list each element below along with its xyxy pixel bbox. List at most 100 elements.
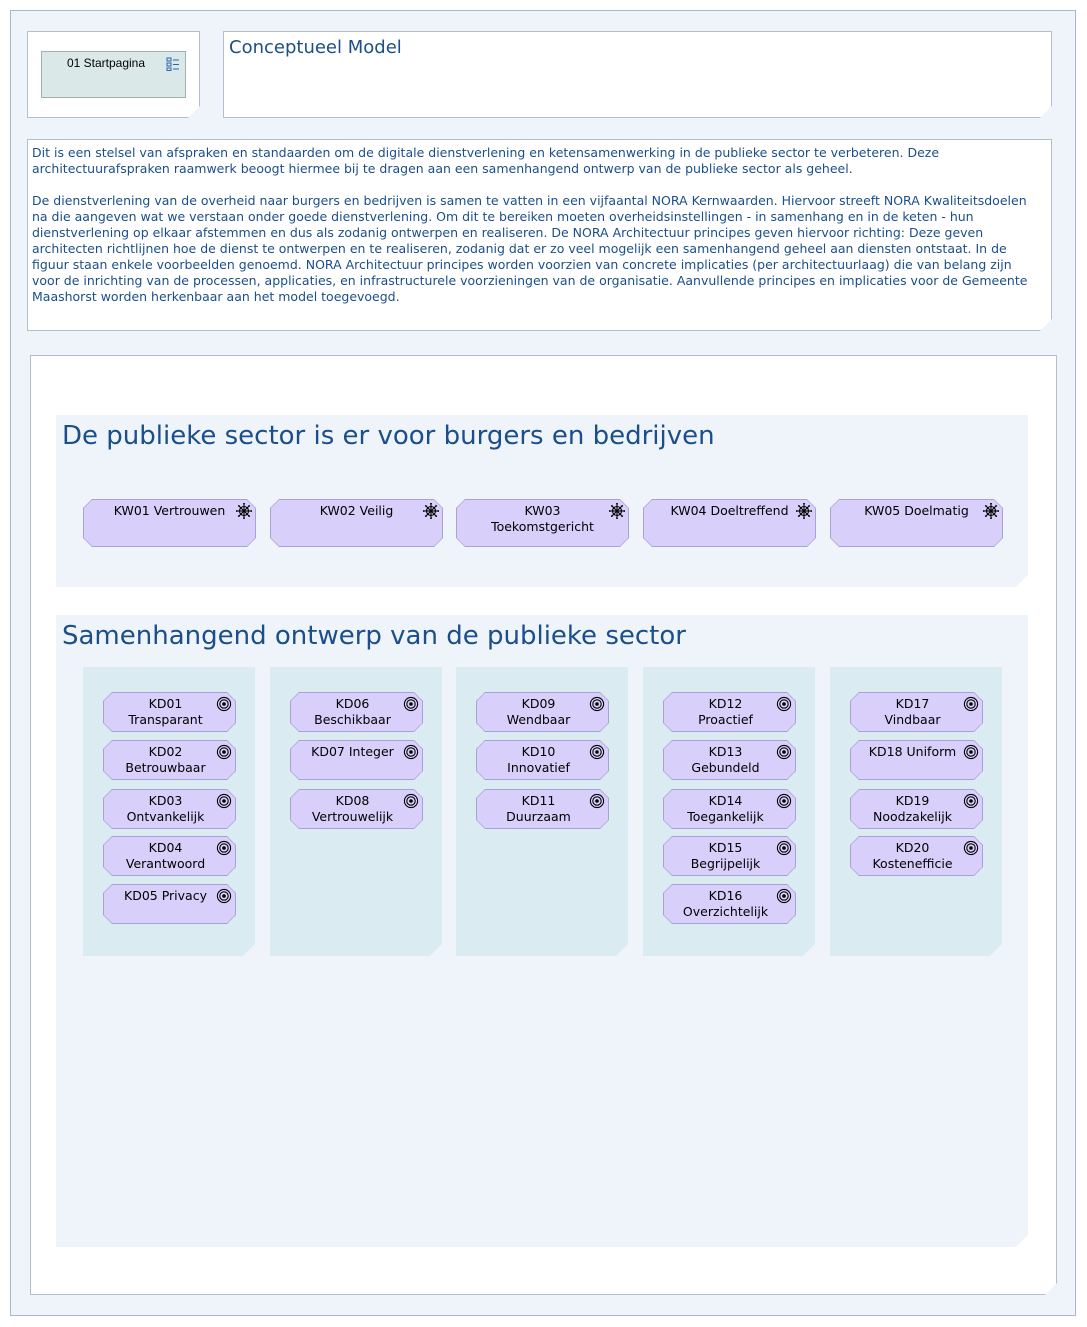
value-wheel-icon: [983, 503, 999, 519]
value-wheel-icon: [796, 503, 812, 519]
kwaliteitsdoel-kd01-label: KD01 Transparant: [128, 696, 203, 727]
goal-target-icon: [776, 888, 792, 904]
goal-target-icon: [216, 696, 232, 712]
goal-target-icon: [216, 744, 232, 760]
goal-target-icon: [963, 696, 979, 712]
goal-target-icon: [589, 793, 605, 809]
kwaliteitsdoel-kd16[interactable]: KD16 Overzichtelijk: [663, 884, 796, 924]
kwaliteitsdoel-kd02[interactable]: KD02 Betrouwbaar: [103, 740, 236, 780]
goal-target-icon: [963, 840, 979, 856]
kernwaarde-kw02[interactable]: KW02 Veilig: [270, 499, 443, 547]
kwaliteitsdoel-kd19[interactable]: KD19 Noodzakelijk: [850, 789, 983, 829]
kernwaarde-kw03-fill: [457, 500, 628, 546]
kwaliteitsdoel-kd15[interactable]: KD15 Begrijpelijk: [663, 836, 796, 876]
kwaliteitsdoel-kd05[interactable]: KD05 Privacy: [103, 884, 236, 924]
kwaliteitsdoel-kd18[interactable]: KD18 Uniform: [850, 740, 983, 780]
title-panel: Conceptueel Model: [223, 31, 1052, 118]
kwaliteitsdoel-kd20-label: KD20 Kostenefficie: [872, 840, 953, 871]
goal-target-icon: [589, 696, 605, 712]
kernwaarde-kw01-label: KW01 Vertrouwen: [113, 503, 226, 518]
kwaliteitsdoel-kd09-fill: [477, 693, 608, 731]
startpagina-label: 01 Startpagina: [66, 56, 146, 70]
kwaliteitsdoel-kd01[interactable]: KD01 Transparant: [103, 692, 236, 732]
goal-target-icon: [216, 840, 232, 856]
kwaliteitsdoel-kd08-fill: [291, 790, 422, 828]
kwaliteitsdoel-kd07-label: KD07 Integer: [311, 744, 394, 759]
kwaliteitsdoel-kd03-fill: [104, 790, 235, 828]
group-kernwaarden-title: De publieke sector is er voor burgers en…: [62, 421, 715, 451]
goal-target-icon: [963, 793, 979, 809]
kwaliteitsdoel-kd10-label: KD10 Innovatief: [507, 744, 570, 775]
kernwaarde-kw04-fill: [644, 500, 815, 546]
kwaliteitsdoel-kd20-fill: [851, 837, 982, 875]
kwaliteitsdoel-kd04-label: KD04 Verantwoord: [125, 840, 206, 871]
kwaliteitsdoel-kd13[interactable]: KD13 Gebundeld: [663, 740, 796, 780]
goal-target-icon: [776, 793, 792, 809]
kwaliteitsdoel-kd20[interactable]: KD20 Kostenefficie: [850, 836, 983, 876]
kwaliteitsdoel-kd02-label: KD02 Betrouwbaar: [125, 744, 206, 775]
kwaliteitsdoel-kd17[interactable]: KD17 Vindbaar: [850, 692, 983, 732]
kwaliteitsdoel-kd12-fill: [664, 693, 795, 731]
description-paragraph-1: Dit is een stelsel van afspraken en stan…: [32, 145, 940, 176]
kwaliteitsdoel-kd04-fill: [104, 837, 235, 875]
kernwaarde-kw01[interactable]: KW01 Vertrouwen: [83, 499, 256, 547]
description-panel: Dit is een stelsel van afspraken en stan…: [27, 139, 1052, 331]
kwaliteitsdoel-kd08-label: KD08 Vertrouwelijk: [311, 793, 394, 824]
kwaliteitsdoel-kd07[interactable]: KD07 Integer: [290, 740, 423, 780]
kernwaarde-kw03-label: KW03 Toekomstgericht: [491, 503, 594, 534]
startpagina-link[interactable]: 01 Startpagina: [41, 51, 186, 98]
kwaliteitsdoel-kd06[interactable]: KD06 Beschikbaar: [290, 692, 423, 732]
kwaliteitsdoel-kd03-label: KD03 Ontvankelijk: [126, 793, 205, 824]
kwaliteitsdoel-kd13-label: KD13 Gebundeld: [691, 744, 760, 775]
kernwaarde-kw01-fill: [84, 500, 255, 546]
kwaliteitsdoel-kd16-label: KD16 Overzichtelijk: [682, 888, 769, 919]
goal-target-icon: [776, 744, 792, 760]
kernwaarde-kw02-fill: [271, 500, 442, 546]
kwaliteitsdoel-kd08[interactable]: KD08 Vertrouwelijk: [290, 789, 423, 829]
goal-target-icon: [776, 840, 792, 856]
kwaliteitsdoel-kd07-fill: [291, 741, 422, 779]
kwaliteitsdoel-kd04[interactable]: KD04 Verantwoord: [103, 836, 236, 876]
kernwaarde-kw05[interactable]: KW05 Doelmatig: [830, 499, 1003, 547]
kwaliteitsdoel-kd09-label: KD09 Wendbaar: [506, 696, 571, 727]
kwaliteitsdoel-kd19-label: KD19 Noodzakelijk: [873, 793, 952, 824]
kwaliteitsdoel-kd12[interactable]: KD12 Proactief: [663, 692, 796, 732]
kernwaarde-kw05-fill: [831, 500, 1002, 546]
view-list-icon: [166, 57, 179, 71]
description-paragraph-2: De dienstverlening van de overheid naar …: [32, 193, 1028, 304]
kwaliteitsdoel-kd18-fill: [851, 741, 982, 779]
page-title: Conceptueel Model: [229, 37, 402, 58]
kwaliteitsdoel-kd17-fill: [851, 693, 982, 731]
goal-target-icon: [589, 744, 605, 760]
kwaliteitsdoel-kd13-fill: [664, 741, 795, 779]
kernwaarde-kw03[interactable]: KW03 Toekomstgericht: [456, 499, 629, 547]
value-wheel-icon: [236, 503, 252, 519]
kwaliteitsdoel-kd11-label: KD11 Duurzaam: [506, 793, 571, 824]
kwaliteitsdoel-kd12-label: KD12 Proactief: [698, 696, 753, 727]
kwaliteitsdoel-kd05-label: KD05 Privacy: [124, 888, 207, 903]
kwaliteitsdoel-kd10-fill: [477, 741, 608, 779]
goal-target-icon: [216, 888, 232, 904]
kwaliteitsdoel-kd02-fill: [104, 741, 235, 779]
kwaliteitsdoel-kd10[interactable]: KD10 Innovatief: [476, 740, 609, 780]
kwaliteitsdoel-kd11[interactable]: KD11 Duurzaam: [476, 789, 609, 829]
goal-target-icon: [776, 696, 792, 712]
kwaliteitsdoel-kd11-fill: [477, 790, 608, 828]
kernwaarde-kw04-label: KW04 Doeltreffend: [670, 503, 789, 518]
kwaliteitsdoel-kd03[interactable]: KD03 Ontvankelijk: [103, 789, 236, 829]
kwaliteitsdoel-kd16-fill: [664, 885, 795, 923]
goal-target-icon: [216, 793, 232, 809]
kernwaarde-kw04[interactable]: KW04 Doeltreffend: [643, 499, 816, 547]
kwaliteitsdoel-kd15-label: KD15 Begrijpelijk: [690, 840, 761, 871]
kwaliteitsdoel-kd09[interactable]: KD09 Wendbaar: [476, 692, 609, 732]
description-text: Dit is een stelsel van afspraken en stan…: [32, 145, 1043, 321]
kwaliteitsdoel-kd14[interactable]: KD14 Toegankelijk: [663, 789, 796, 829]
group-kwaliteitsdoelen-title: Samenhangend ontwerp van de publieke sec…: [62, 621, 686, 651]
kernwaarde-kw02-label: KW02 Veilig: [319, 503, 394, 518]
value-wheel-icon: [423, 503, 439, 519]
kwaliteitsdoel-kd06-fill: [291, 693, 422, 731]
kwaliteitsdoel-kd17-label: KD17 Vindbaar: [884, 696, 941, 727]
kwaliteitsdoel-kd18-label: KD18 Uniform: [868, 744, 957, 759]
value-wheel-icon: [609, 503, 625, 519]
kwaliteitsdoel-kd14-label: KD14 Toegankelijk: [687, 793, 764, 824]
